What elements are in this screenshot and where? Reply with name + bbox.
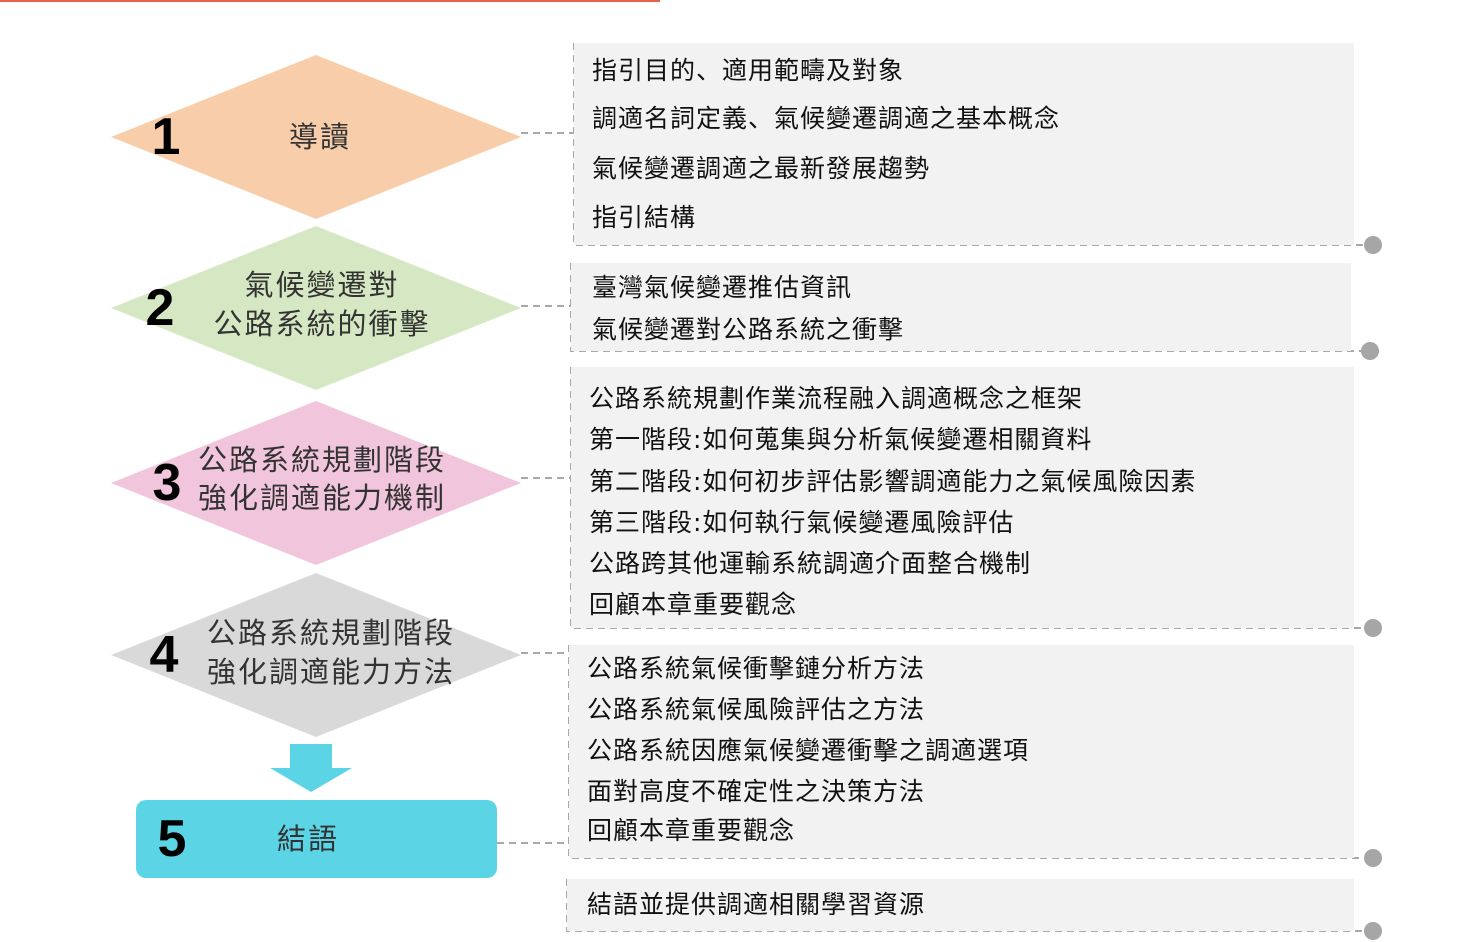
chapter-3-item: 第一階段:如何蒐集與分析氣候變遷相關資料 bbox=[589, 425, 1093, 454]
chapter-1: 1 導讀 bbox=[111, 55, 521, 219]
chapter-3-diamond bbox=[111, 401, 521, 565]
chapter-4-connector bbox=[521, 645, 1382, 867]
chapter-5-item: 結語並提供調適相關學習資源 bbox=[587, 890, 926, 919]
chapter-5-box bbox=[136, 800, 497, 878]
chapter-1-title-line: 導讀 bbox=[289, 120, 351, 154]
chapter-5: 5 結語 bbox=[136, 800, 497, 878]
chapter-1-end-dot bbox=[1364, 236, 1382, 254]
chapter-4-item: 回顧本章重要觀念 bbox=[587, 816, 796, 845]
chapter-1-item: 調適名詞定義、氣候變遷調適之基本概念 bbox=[592, 104, 1061, 133]
chapter-4-item: 面對高度不確定性之決策方法 bbox=[587, 777, 926, 806]
chapter-1-number: 1 bbox=[152, 108, 181, 166]
chapter-4-item: 公路系統因應氣候變遷衝擊之調適選項 bbox=[587, 736, 1030, 765]
chapter-5-end-dot bbox=[1364, 922, 1382, 940]
chapter-4-diamond bbox=[111, 573, 521, 737]
chapter-4-end-dot bbox=[1364, 849, 1382, 867]
chapter-4-item: 公路系統氣候衝擊鏈分析方法 bbox=[587, 654, 926, 683]
chapter-3-item: 公路跨其他運輸系統調適介面整合機制 bbox=[589, 549, 1032, 578]
chapter-5-title-line: 結語 bbox=[277, 822, 339, 856]
chapter-2-item: 臺灣氣候變遷推估資訊 bbox=[592, 273, 853, 302]
chapter-2-title-line: 公路系統的衝擊 bbox=[213, 307, 430, 341]
chapter-1-contents-panel bbox=[574, 43, 1354, 245]
chapter-2-title-line: 氣候變遷對 bbox=[244, 268, 399, 302]
chapter-4-number: 4 bbox=[150, 626, 179, 684]
chapter-4-item: 公路系統氣候風險評估之方法 bbox=[587, 695, 926, 724]
chapter-5-contents-panel bbox=[567, 879, 1354, 931]
chapter-1-connector bbox=[521, 43, 1382, 254]
chapter-2-end-dot bbox=[1361, 342, 1379, 360]
chapter-1-item: 指引結構 bbox=[592, 203, 697, 232]
chapter-1-item: 氣候變遷調適之最新發展趨勢 bbox=[592, 154, 931, 183]
chapter-2-number: 2 bbox=[146, 279, 175, 337]
flow-arrow-down bbox=[270, 744, 352, 792]
chapter-2-contents-panel bbox=[571, 263, 1351, 351]
chapter-3-number: 3 bbox=[153, 454, 182, 512]
chapter-3-end-dot bbox=[1364, 619, 1382, 637]
chapter-3-title-line: 強化調適能力機制 bbox=[198, 481, 446, 515]
chapter-3-item: 第二階段:如何初步評估影響調適能力之氣候風險因素 bbox=[589, 467, 1197, 496]
chapter-3-item: 公路系統規劃作業流程融入調適概念之框架 bbox=[589, 384, 1084, 413]
chapter-2-diamond bbox=[111, 226, 521, 390]
chapter-5-number: 5 bbox=[158, 810, 187, 868]
chapter-1-item: 指引目的、適用範疇及對象 bbox=[592, 56, 905, 85]
chapter-1-diamond bbox=[111, 55, 521, 219]
chapter-4-title-line: 強化調適能力方法 bbox=[207, 655, 455, 689]
chapter-3-item: 第三階段:如何執行氣候變遷風險評估 bbox=[589, 508, 1015, 537]
chapter-3-item: 回顧本章重要觀念 bbox=[589, 590, 798, 619]
chapter-3-contents-panel bbox=[571, 367, 1354, 628]
chapter-2-item: 氣候變遷對公路系統之衝擊 bbox=[592, 315, 905, 344]
chapter-4-contents-panel bbox=[569, 645, 1354, 858]
chapter-4-title-line: 公路系統規劃階段 bbox=[207, 616, 455, 650]
chapter-3-title-line: 公路系統規劃階段 bbox=[198, 443, 446, 477]
